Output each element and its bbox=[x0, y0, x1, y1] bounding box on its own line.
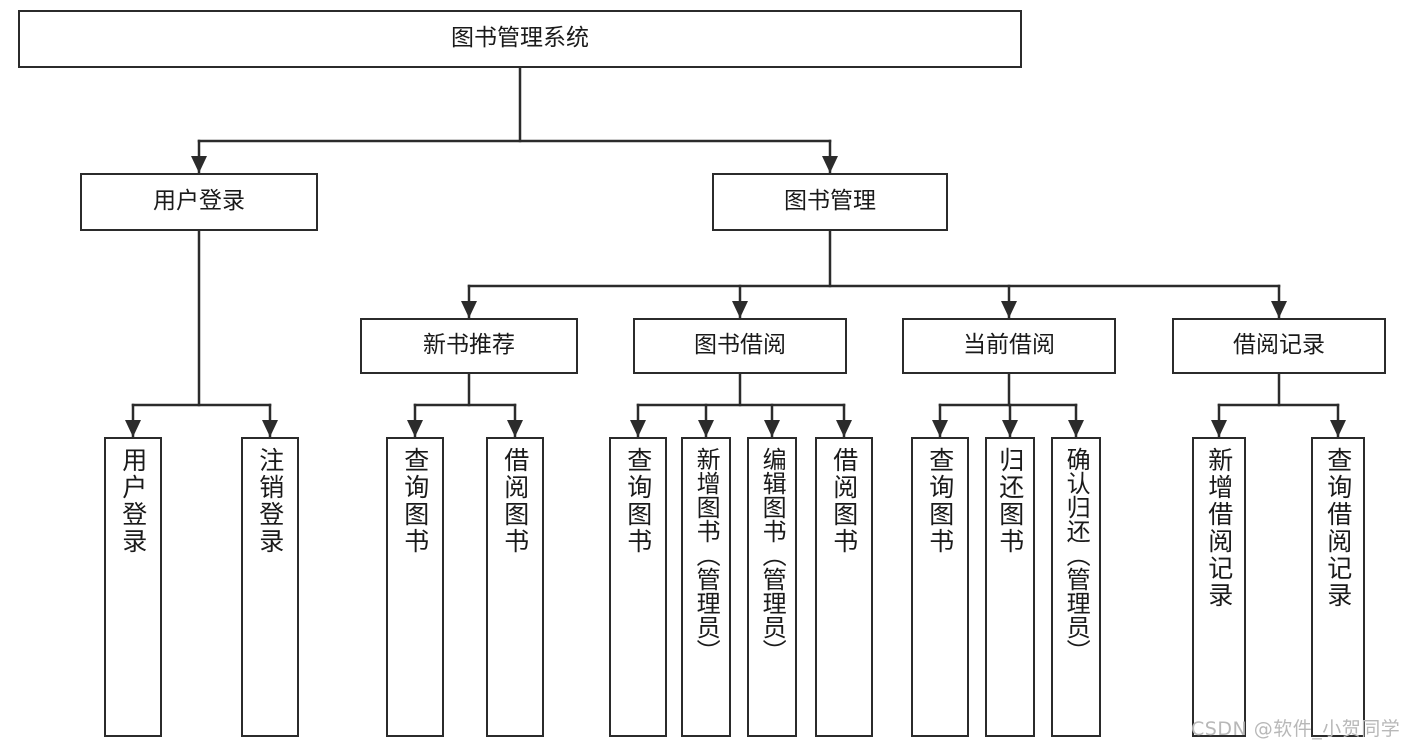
arrow-head bbox=[732, 301, 748, 318]
node-label: 当前借阅 bbox=[963, 332, 1055, 359]
node-book_manage[interactable]: 图书管理 bbox=[712, 173, 948, 231]
node-leaf_query_book_3[interactable]: 查询图书 bbox=[911, 437, 969, 737]
arrow-head bbox=[262, 420, 278, 437]
arrow-head bbox=[461, 301, 477, 318]
node-label: 查询图书 bbox=[925, 447, 955, 555]
node-current_borrow[interactable]: 当前借阅 bbox=[902, 318, 1116, 374]
node-leaf_query_book_1[interactable]: 查询图书 bbox=[386, 437, 444, 737]
node-leaf_confirm_return[interactable]: 确认归还（管理员） bbox=[1051, 437, 1101, 737]
node-borrow_record[interactable]: 借阅记录 bbox=[1172, 318, 1386, 374]
arrow-head bbox=[698, 420, 714, 437]
arrow-head bbox=[1002, 420, 1018, 437]
node-root[interactable]: 图书管理系统 bbox=[18, 10, 1022, 68]
arrow-head bbox=[125, 420, 141, 437]
node-leaf_query_record[interactable]: 查询借阅记录 bbox=[1311, 437, 1365, 737]
node-label: 新增图书（管理员） bbox=[692, 447, 721, 663]
node-new_book_rec[interactable]: 新书推荐 bbox=[360, 318, 578, 374]
arrow-head bbox=[836, 420, 852, 437]
node-leaf_logout[interactable]: 注销登录 bbox=[241, 437, 299, 737]
arrow-head bbox=[1068, 420, 1084, 437]
node-label: 借阅图书 bbox=[829, 447, 859, 555]
node-label: 图书管理系统 bbox=[451, 25, 589, 52]
node-label: 查询图书 bbox=[623, 447, 653, 555]
arrow-head bbox=[1211, 420, 1227, 437]
node-label: 用户登录 bbox=[118, 447, 148, 555]
arrow-head bbox=[1330, 420, 1346, 437]
node-label: 图书管理 bbox=[784, 188, 876, 215]
node-user_login[interactable]: 用户登录 bbox=[80, 173, 318, 231]
node-label: 编辑图书（管理员） bbox=[758, 447, 787, 663]
arrow-head bbox=[630, 420, 646, 437]
node-label: 归还图书 bbox=[995, 447, 1025, 555]
node-label: 用户登录 bbox=[153, 188, 245, 215]
arrow-head bbox=[191, 156, 207, 173]
node-label: 确认归还（管理员） bbox=[1062, 447, 1091, 663]
node-label: 查询图书 bbox=[400, 447, 430, 555]
node-label: 新增借阅记录 bbox=[1204, 447, 1234, 609]
arrow-head bbox=[764, 420, 780, 437]
node-leaf_edit_book[interactable]: 编辑图书（管理员） bbox=[747, 437, 797, 737]
watermark: CSDN @软件_小贺同学 bbox=[1191, 718, 1401, 740]
node-label: 借阅图书 bbox=[500, 447, 530, 555]
arrow-head bbox=[932, 420, 948, 437]
node-label: 注销登录 bbox=[255, 447, 285, 555]
node-leaf_query_book_2[interactable]: 查询图书 bbox=[609, 437, 667, 737]
node-leaf_borrow_book_2[interactable]: 借阅图书 bbox=[815, 437, 873, 737]
node-leaf_user_login[interactable]: 用户登录 bbox=[104, 437, 162, 737]
arrow-head bbox=[1001, 301, 1017, 318]
node-label: 新书推荐 bbox=[423, 332, 515, 359]
node-leaf_add_book[interactable]: 新增图书（管理员） bbox=[681, 437, 731, 737]
arrow-head bbox=[407, 420, 423, 437]
node-label: 借阅记录 bbox=[1233, 332, 1325, 359]
arrow-head bbox=[822, 156, 838, 173]
arrow-head bbox=[507, 420, 523, 437]
node-leaf_return_book[interactable]: 归还图书 bbox=[985, 437, 1035, 737]
node-leaf_add_record[interactable]: 新增借阅记录 bbox=[1192, 437, 1246, 737]
node-label: 图书借阅 bbox=[694, 332, 786, 359]
node-book_borrow[interactable]: 图书借阅 bbox=[633, 318, 847, 374]
arrow-head bbox=[1271, 301, 1287, 318]
node-label: 查询借阅记录 bbox=[1323, 447, 1353, 609]
node-leaf_borrow_book_1[interactable]: 借阅图书 bbox=[486, 437, 544, 737]
